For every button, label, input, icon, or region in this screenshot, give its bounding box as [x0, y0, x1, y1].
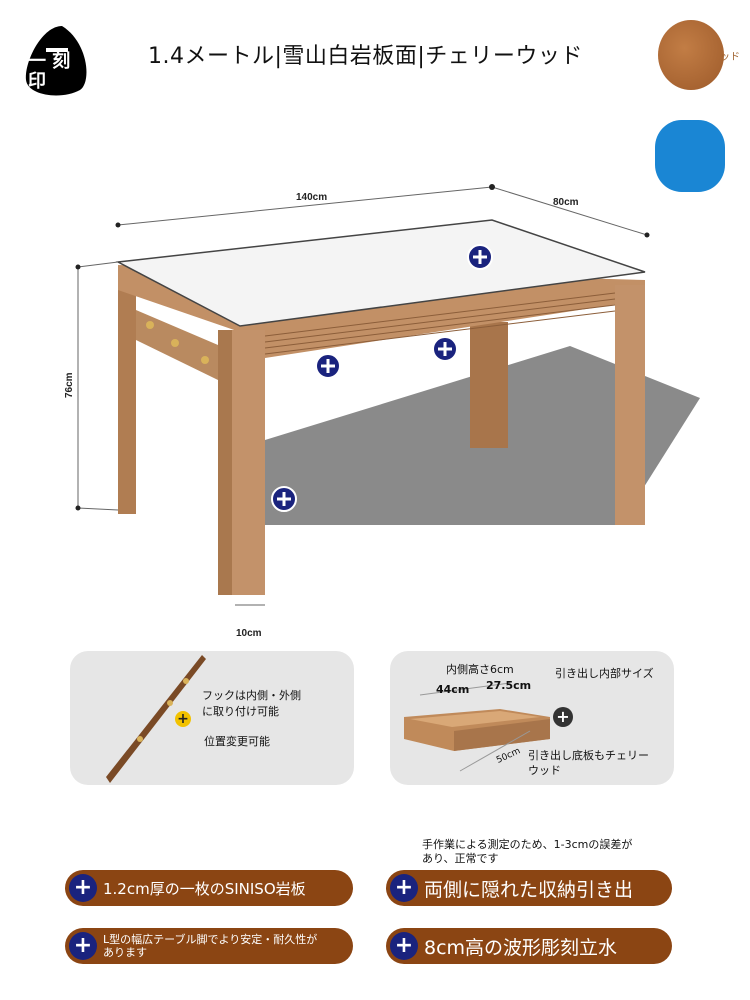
- leg-label: 10cm: [236, 628, 262, 639]
- feature-pill[interactable]: + 両側に隠れた収納引き出: [386, 870, 672, 906]
- drawer-depth-label: 27.5cm: [486, 679, 532, 692]
- feature-pill[interactable]: + 8cm高の波形彫刻立水: [386, 928, 672, 964]
- plus-icon: +: [69, 932, 97, 960]
- drawer-title: 引き出し内部サイズ: [555, 667, 654, 680]
- swatch-label: ッド: [720, 52, 740, 63]
- note-line-1: 手作業による測定のため、1-3cmの誤差が: [422, 838, 633, 851]
- feature-pill[interactable]: + L型の幅広テーブル脚でより安定・耐久性が あります: [65, 928, 353, 964]
- feature-pill[interactable]: + 1.2cm厚の一枚のSINISO岩板: [65, 870, 353, 906]
- hook-text-1: フックは内側・外側: [202, 689, 301, 702]
- drawer-panel: 内側高さ6cm 引き出し内部サイズ 44cm 27.5cm 50cm + 引き出…: [390, 651, 674, 785]
- plus-icon: +: [390, 932, 418, 960]
- depth-label: 80cm: [553, 197, 579, 208]
- engraving-badge: [22, 22, 88, 98]
- note-line-2: あり、正常です: [422, 852, 499, 865]
- back-left-leg: [118, 268, 136, 514]
- wave-carving: [264, 292, 616, 355]
- front-right-leg: [615, 285, 645, 525]
- dimension-lines: [77, 186, 648, 606]
- feature-label: L型の幅広テーブル脚でより安定・耐久性が: [103, 933, 318, 946]
- hook-panel: + フックは内側・外側 に取り付け可能 位置変更可能: [70, 651, 354, 785]
- height-label: 76cm: [64, 372, 75, 398]
- plus-icon: +: [69, 874, 97, 902]
- table-diagram: 140cm 80cm 76cm 10cm: [64, 184, 700, 639]
- page-title: 1.4メートル|雪山白岩板面|チェリーウッド: [148, 44, 583, 69]
- feature-label: 両側に隠れた収納引き出: [424, 878, 634, 901]
- measurement-note: 手作業による測定のため、1-3cmの誤差が あり、正常です: [422, 838, 632, 866]
- width-label: 140cm: [296, 192, 327, 203]
- hotspot-plus-icon[interactable]: +: [553, 707, 573, 727]
- hook-text-3: 位置変更可能: [204, 735, 270, 748]
- drawer-width-label: 44cm: [436, 683, 470, 696]
- feature-label: 1.2cm厚の一枚のSINISO岩板: [103, 879, 306, 898]
- cherry-wood-swatch[interactable]: [658, 20, 724, 90]
- feature-label: 8cm高の波形彫刻立水: [424, 936, 618, 959]
- blue-badge-icon: [655, 120, 725, 192]
- plus-icon: +: [390, 874, 418, 902]
- drawer-bottom-text-1: 引き出し底板もチェリー: [528, 749, 649, 762]
- feature-label-2: あります: [103, 946, 147, 959]
- hotspot-plus-icon[interactable]: +: [175, 711, 191, 727]
- badge-text: 一 刻印: [28, 51, 71, 92]
- hook-text-2: に取り付け可能: [202, 705, 279, 718]
- back-right-leg: [470, 322, 508, 448]
- inner-height-label: 内側高さ6cm: [446, 663, 514, 676]
- drawer-bottom-text-2: ウッド: [528, 764, 561, 777]
- table-top: [115, 219, 646, 327]
